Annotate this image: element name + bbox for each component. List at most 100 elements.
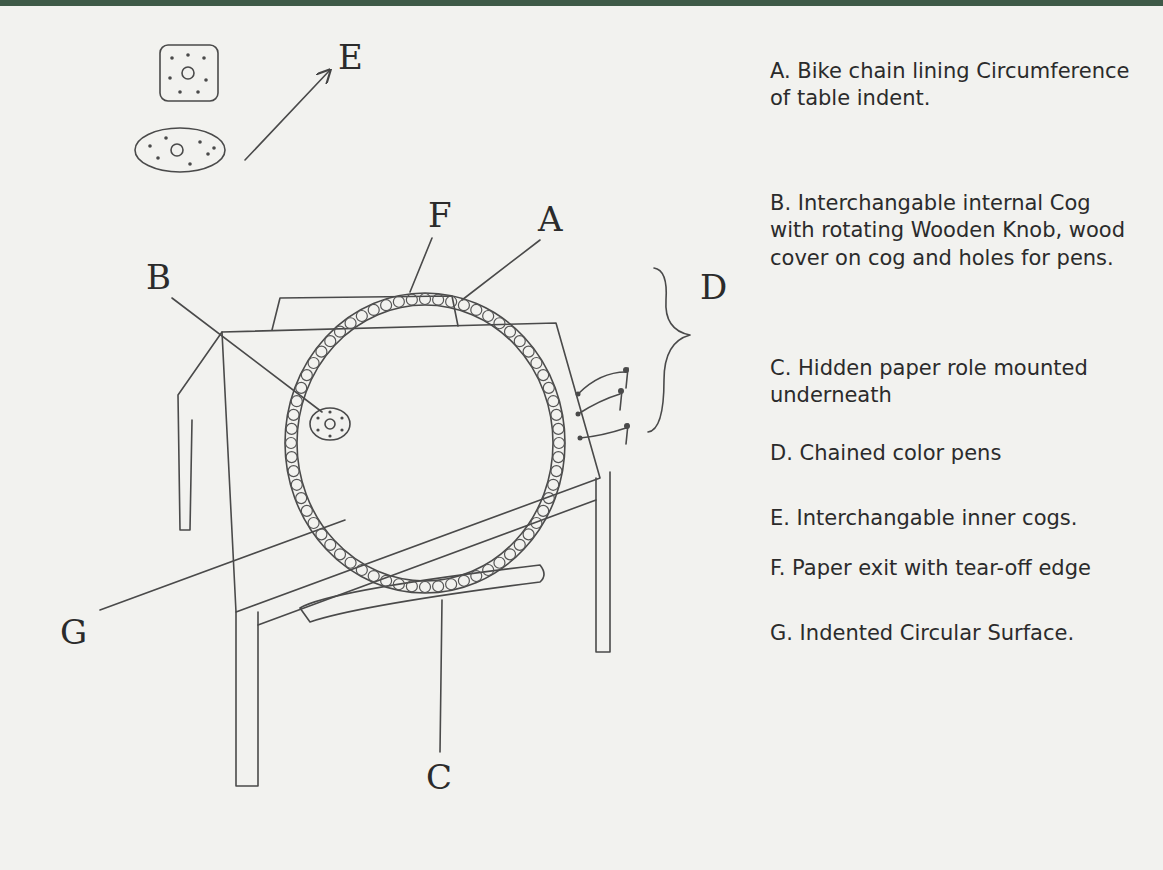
chain-link xyxy=(296,493,307,504)
chain-link xyxy=(543,493,554,504)
chain-link xyxy=(345,318,356,329)
bike-chain xyxy=(286,294,565,593)
note-text: C. Hidden paper role mounted underneath xyxy=(770,355,1140,410)
chain-link xyxy=(554,438,565,449)
chain-link xyxy=(288,409,299,420)
callout-letter: C xyxy=(426,760,452,794)
chain-link xyxy=(553,423,564,434)
chain-link xyxy=(406,581,417,592)
table-leg xyxy=(178,332,222,530)
chain-link xyxy=(548,479,559,490)
chain-link xyxy=(446,296,457,307)
chain-link xyxy=(433,581,444,592)
chain-link xyxy=(334,549,345,560)
leader-line xyxy=(462,240,540,300)
chain-link xyxy=(494,557,505,568)
chain-link xyxy=(523,346,534,357)
chain-link xyxy=(446,579,457,590)
callout-letter: E xyxy=(338,40,363,74)
chain-link xyxy=(286,423,297,434)
callout-letter: B xyxy=(146,260,171,294)
note-text: D. Chained color pens xyxy=(770,440,1140,467)
leader-line xyxy=(245,70,330,160)
chain-link xyxy=(548,396,559,407)
callout-letter: D xyxy=(700,270,727,304)
chain-link xyxy=(308,357,319,368)
note-text: F. Paper exit with tear-off edge xyxy=(770,555,1140,582)
chain-link xyxy=(325,539,336,550)
chain-link xyxy=(458,300,469,311)
note-text: A. Bike chain lining Circumference of ta… xyxy=(770,58,1140,113)
cog-knob xyxy=(182,67,194,79)
chain-link xyxy=(316,529,327,540)
chain-link xyxy=(291,479,302,490)
chain-link xyxy=(531,357,542,368)
chain-link xyxy=(368,304,379,315)
leader-line xyxy=(440,600,442,752)
chain-link xyxy=(368,571,379,582)
chain-link xyxy=(551,409,562,420)
chain-link xyxy=(381,575,392,586)
spare-cog xyxy=(160,45,218,101)
chain-link xyxy=(514,539,525,550)
callout-letter: G xyxy=(60,615,87,649)
chain-link xyxy=(523,529,534,540)
chain-link xyxy=(538,370,549,381)
chain-link xyxy=(393,296,404,307)
chain-link xyxy=(301,505,312,516)
chain-link xyxy=(494,318,505,329)
chain-link xyxy=(356,311,367,322)
leader-line xyxy=(172,298,322,412)
indent-rim xyxy=(285,293,565,593)
chain-link xyxy=(531,518,542,529)
bracket xyxy=(648,268,690,432)
chain-link xyxy=(301,370,312,381)
cog-knob xyxy=(325,419,335,429)
chain-link xyxy=(291,396,302,407)
leader-line xyxy=(410,238,432,292)
indent-circle xyxy=(297,305,553,581)
inner-cog xyxy=(310,408,350,440)
chain-link xyxy=(538,505,549,516)
chain-link xyxy=(334,326,345,337)
table-leg xyxy=(596,472,610,652)
chain-link xyxy=(308,518,319,529)
chain-link xyxy=(471,304,482,315)
pen-chain xyxy=(578,394,620,414)
chain-link xyxy=(420,582,431,593)
color-pen xyxy=(620,368,628,444)
chain-link xyxy=(551,466,562,477)
chain-link xyxy=(458,575,469,586)
chain-link xyxy=(505,326,516,337)
callout-letter: A xyxy=(538,202,563,236)
chain-link xyxy=(483,311,494,322)
spare-cog xyxy=(135,128,225,172)
pen-chain xyxy=(580,428,626,438)
note-text: E. Interchangable inner cogs. xyxy=(770,505,1140,532)
chain-link xyxy=(393,579,404,590)
pen-chain xyxy=(578,372,626,394)
chain-link xyxy=(420,294,431,305)
cog-holes xyxy=(148,53,630,440)
chain-link xyxy=(553,452,564,463)
chain-link xyxy=(356,564,367,575)
chain-link xyxy=(505,549,516,560)
cog-knob xyxy=(171,144,183,156)
callout-letter: F xyxy=(428,198,452,232)
chain-link xyxy=(325,336,336,347)
note-text: G. Indented Circular Surface. xyxy=(770,620,1140,647)
mat-edge xyxy=(0,0,1163,6)
chain-link xyxy=(406,294,417,305)
chain-link xyxy=(288,466,299,477)
note-text: B. Interchangable internal Cog with rota… xyxy=(770,190,1140,272)
chain-link xyxy=(286,438,297,449)
chain-link xyxy=(316,346,327,357)
chain-link xyxy=(296,382,307,393)
chain-link xyxy=(381,300,392,311)
chain-link xyxy=(471,571,482,582)
leader-line xyxy=(100,520,345,610)
chain-link xyxy=(514,336,525,347)
chain-link xyxy=(433,294,444,305)
